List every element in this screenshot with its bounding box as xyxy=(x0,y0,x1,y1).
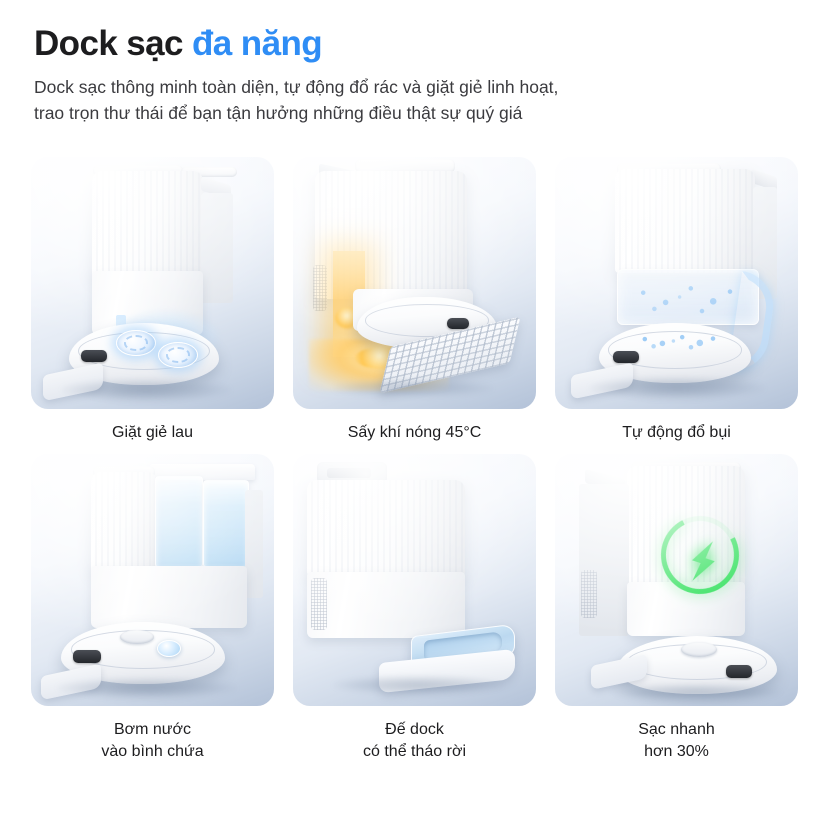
dock-tower-ribs xyxy=(627,465,745,586)
dock-vent-grille xyxy=(581,569,597,618)
drop-shadow xyxy=(57,677,237,698)
drop-shadow xyxy=(589,377,765,399)
caption-line-1: Đế dock xyxy=(385,720,444,738)
robot-rim xyxy=(365,304,489,337)
caption-line-1: Giặt giẻ lau xyxy=(112,424,193,441)
page-subtitle-line-1: Dock sạc thông minh toàn diện, tự động đ… xyxy=(34,76,559,97)
page-title-accent: đa năng xyxy=(192,24,323,63)
dock-tower xyxy=(307,479,465,576)
dock-side-panel xyxy=(579,483,629,636)
dock-base-block xyxy=(627,581,745,636)
scene-wash-mop xyxy=(31,157,274,409)
dock-tower xyxy=(315,171,467,299)
mop-pad-right xyxy=(158,342,198,368)
drop-shadow xyxy=(333,379,493,397)
robot-sensor xyxy=(613,350,639,363)
feature-caption-water-refill: Bơm nước vào bình chứa xyxy=(31,719,274,764)
water-fill-knob xyxy=(157,639,181,657)
dock-tower xyxy=(91,471,157,572)
dock-tower xyxy=(627,465,745,586)
dock-vent-grille xyxy=(311,577,327,630)
robot-sensor xyxy=(725,664,752,678)
clean-water-tank xyxy=(155,475,203,568)
lightning-bolt-wrap xyxy=(654,512,752,610)
scene-water-refill xyxy=(31,454,274,706)
robot-sensor xyxy=(73,650,101,664)
scene-hot-air-dry xyxy=(293,157,536,409)
dock-base-block xyxy=(307,571,465,638)
caption-line-1: Sấy khí nóng 45°C xyxy=(347,424,482,441)
feature-image-dock-detachable-base-tray xyxy=(293,453,536,706)
feature-card-water-refill: Bơm nước vào bình chứa xyxy=(31,453,274,764)
feature-caption-fast-charge: Sạc nhanh hơn 30% xyxy=(555,719,798,764)
page-title: Dock sạc đa năng xyxy=(34,22,827,66)
dock-tower-ribs xyxy=(91,471,157,572)
dock-tower xyxy=(615,169,755,273)
dock-tower-ribs xyxy=(615,169,755,273)
dock-top-lid-right xyxy=(181,167,237,177)
feature-caption-hot-air-dry: Sấy khí nóng 45°C xyxy=(293,422,536,445)
lightning-bolt-icon xyxy=(691,541,715,581)
dock-top-lid xyxy=(355,159,455,173)
header: Dock sạc đa năng Dock sạc thông minh toà… xyxy=(0,0,827,127)
dock-tower xyxy=(92,171,203,277)
feature-image-dock-auto-dust-emptying xyxy=(555,157,798,409)
dock-tower-ribs xyxy=(92,171,203,277)
dock-vent-grille xyxy=(313,265,327,311)
feature-image-dock-washing-mop-pads xyxy=(31,157,274,409)
scene-fast-charge xyxy=(555,454,798,706)
drop-shadow xyxy=(333,675,503,694)
feature-card-fast-charge: Sạc nhanh hơn 30% xyxy=(555,453,798,764)
robot-sensor xyxy=(446,317,469,329)
scene-auto-empty-dust xyxy=(555,157,798,409)
dust-bin-transparent xyxy=(617,269,759,325)
dust-flow-particles xyxy=(625,329,735,353)
dock-side-panel xyxy=(245,489,263,598)
feature-image-dock-hot-air-drying xyxy=(293,157,536,409)
mop-pad-left xyxy=(116,330,156,356)
feature-caption-auto-empty-dust: Tự động đổ bụi xyxy=(555,422,798,445)
caption-line-2: hơn 30% xyxy=(644,743,709,761)
page-subtitle-line-2: trao trọn thư thái để bạn tận hưởng nhữn… xyxy=(34,102,523,123)
dock-top-handle xyxy=(327,467,371,478)
feature-caption-detachable-base: Đế dock có thể tháo rời xyxy=(293,719,536,764)
dock-tower-ribs xyxy=(307,479,465,576)
dock-side-panel xyxy=(201,193,233,303)
feature-caption-wash-mop: Giặt giẻ lau xyxy=(31,422,274,445)
dock-base-block xyxy=(91,565,247,628)
dust-bin-particles xyxy=(618,270,758,324)
feature-image-dock-fast-charging xyxy=(555,453,798,706)
caption-line-2: có thể tháo rời xyxy=(363,743,466,761)
dirty-water-tank xyxy=(203,479,249,568)
caption-line-1: Sạc nhanh xyxy=(638,720,715,738)
robot-lidar xyxy=(120,630,155,645)
feature-image-dock-water-tank-refill xyxy=(31,453,274,706)
robot-lidar xyxy=(681,641,717,657)
page-title-main: Dock sạc xyxy=(34,24,193,63)
feature-card-auto-empty-dust: Tự động đổ bụi xyxy=(555,157,798,445)
drop-shadow xyxy=(61,379,231,401)
feature-card-hot-air-dry: Sấy khí nóng 45°C xyxy=(293,157,536,445)
drop-shadow xyxy=(611,683,781,700)
robot-sensor xyxy=(81,350,107,363)
page-subtitle: Dock sạc thông minh toàn diện, tự động đ… xyxy=(34,75,824,127)
feature-card-detachable-base: Đế dock có thể tháo rời xyxy=(293,453,536,764)
caption-line-1: Tự động đổ bụi xyxy=(622,424,731,441)
feature-card-grid: Giặt giẻ lau xyxy=(31,157,799,764)
charging-ring xyxy=(650,505,750,604)
scene-detachable-base xyxy=(293,454,536,706)
caption-line-2: vào bình chứa xyxy=(101,743,204,761)
feature-card-wash-mop: Giặt giẻ lau xyxy=(31,157,274,445)
caption-line-1: Bơm nước xyxy=(113,720,192,738)
